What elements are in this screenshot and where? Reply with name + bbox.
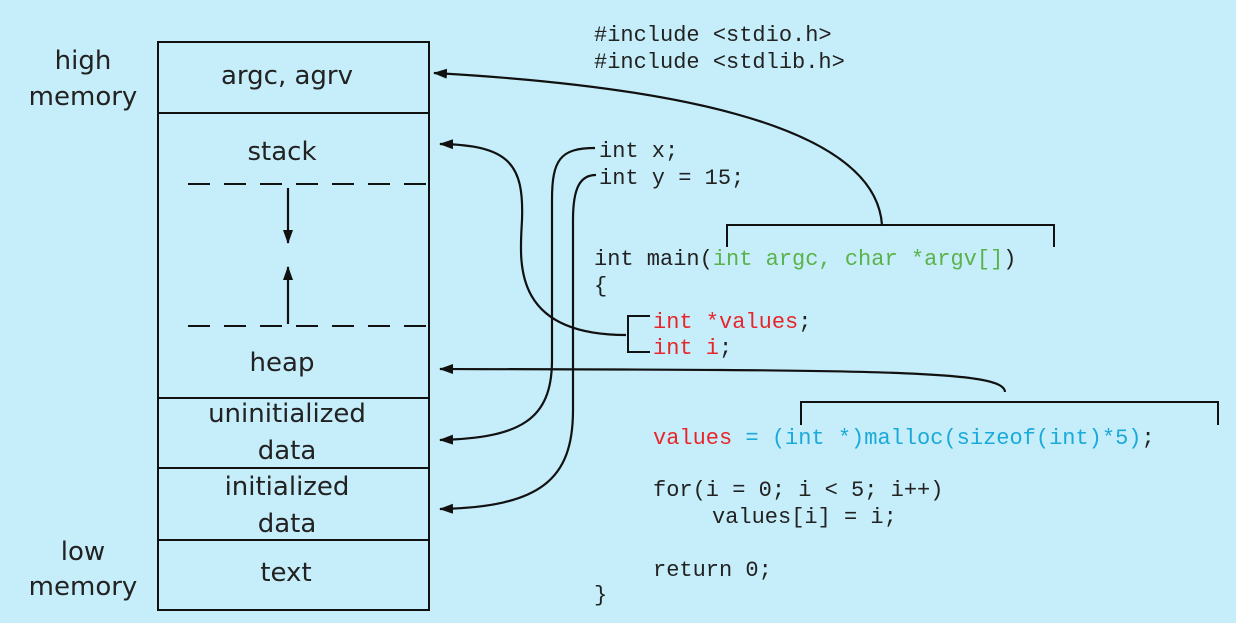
arrow-malloc-to-heap [439,364,1007,393]
assign-lhs: values [653,426,732,451]
assign-eq: = [732,426,772,451]
arrow-locals-to-stack [439,139,627,337]
code-i-decl: int i; [653,336,732,361]
code-main-line: int main(int argc, char *argv[]) [594,247,1016,272]
low-memory-label: memory [29,572,138,602]
segment-init-label: initialized [225,472,350,502]
code-values-decl: int *values; [653,310,811,335]
code-int-y: int y = 15; [599,166,744,191]
code-for-line: for(i = 0; i < 5; i++) [653,478,943,503]
high-memory-label: memory [29,82,138,112]
code-include-stdlib: #include <stdlib.h> [594,50,845,75]
values-decl-semicolon: ; [798,310,811,335]
code-close-brace: } [594,583,607,608]
segment-stack-label: stack [247,137,316,167]
main-args: int argc, char *argv[] [713,247,1003,272]
segment-uninit-data-label: data [258,436,317,466]
main-suffix: ) [1003,247,1016,272]
segment-heap-label: heap [250,348,315,378]
i-decl-semicolon: ; [719,336,732,361]
locals-bracket [627,315,650,353]
segment-argc-label: argc, agrv [221,61,353,91]
arrow-intx-to-uninit [439,146,596,445]
code-open-brace: { [594,274,607,299]
arrow-args-to-argc [433,68,884,226]
code-int-x: int x; [599,139,678,164]
segment-uninit-label: uninitialized [208,399,366,429]
low-label: low [61,537,105,567]
main-prefix: int main( [594,247,713,272]
malloc-bracket [800,401,1219,425]
arrow-inty-to-init [439,173,597,514]
assign-semicolon: ; [1142,426,1155,451]
segment-text-label: text [260,558,311,588]
code-include-stdio: #include <stdio.h> [594,23,832,48]
assign-rhs: (int *)malloc(sizeof(int)*5) [772,426,1142,451]
i-decl-text: int i [653,336,719,361]
main-args-bracket [726,224,1055,247]
segment-init-data-label: data [258,509,317,539]
memory-box [157,41,430,611]
code-malloc-line: values = (int *)malloc(sizeof(int)*5); [653,426,1155,451]
code-return-line: return 0; [653,558,772,583]
high-label: high [55,46,112,76]
code-loop-body: values[i] = i; [712,505,897,530]
values-decl-text: int *values [653,310,798,335]
